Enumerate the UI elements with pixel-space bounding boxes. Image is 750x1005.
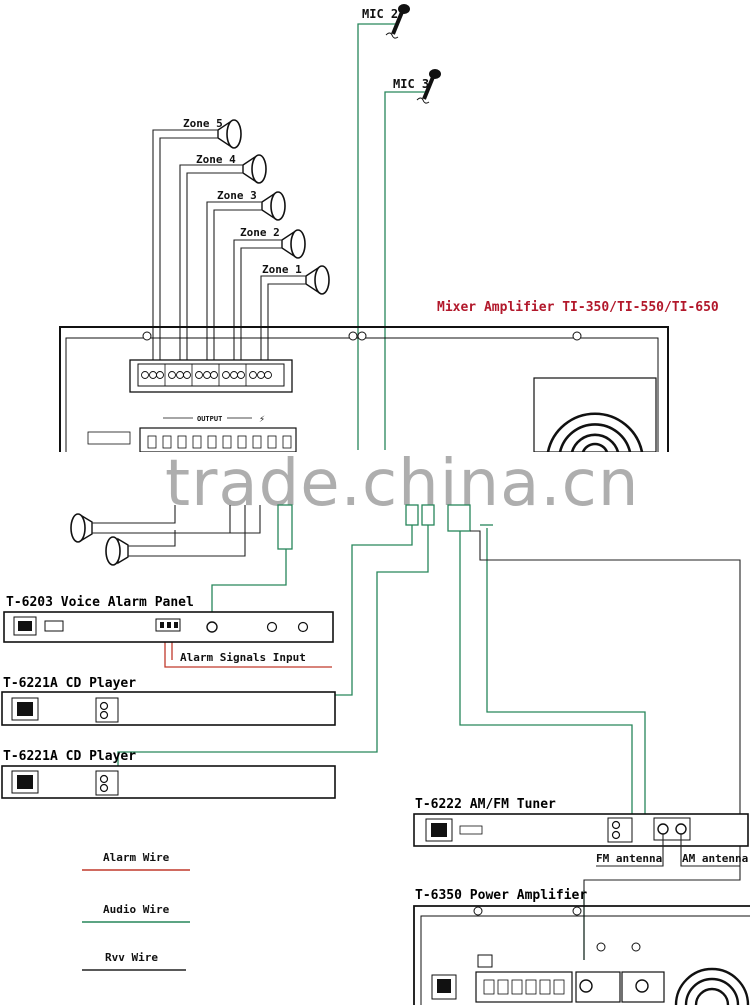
zone-3-label: Zone 3	[217, 189, 257, 202]
screws	[142, 331, 582, 341]
legend-alarm-wire: Alarm Wire	[82, 851, 190, 871]
mic-2: MIC 2	[362, 4, 410, 39]
cd-player-2-label: T-6221A CD Player	[3, 749, 136, 764]
legend-audio-wire: Audio Wire	[82, 903, 190, 923]
voice-alarm-panel-label: T-6203 Voice Alarm Panel	[6, 595, 194, 610]
mic-wires	[357, 23, 425, 450]
lightning-icon: ⚡	[259, 414, 265, 425]
legend-alarm-label: Alarm Wire	[103, 851, 170, 864]
audio-wires	[117, 505, 646, 828]
mic-3-label: MIC 3	[393, 77, 429, 91]
zone-5-label: Zone 5	[183, 117, 223, 130]
zone-4-label: Zone 4	[196, 153, 236, 166]
mic-2-label: MIC 2	[362, 7, 398, 21]
cd-player-1: T-6221A CD Player	[1, 676, 336, 726]
mic-3: MIC 3	[393, 69, 441, 104]
legend-rvv-wire: Rvv Wire	[82, 951, 186, 971]
tuner-label: T-6222 AM/FM Tuner	[415, 797, 556, 812]
am-antenna-callout: AM antenna	[682, 852, 748, 865]
watermark-band	[0, 452, 750, 502]
zone-1-label: Zone 1	[262, 263, 302, 276]
output-terminal: OUTPUT ⚡	[139, 414, 297, 453]
zone-3-speaker: Zone 3	[206, 189, 286, 363]
cd-player-1-label: T-6221A CD Player	[3, 676, 136, 691]
mixer-amplifier: Mixer Amplifier TI-350/TI-550/TI-650	[59, 300, 719, 453]
zone-1-speaker: Zone 1	[260, 263, 330, 363]
am-fm-tuner: T-6222 AM/FM Tuner	[413, 797, 749, 847]
mixer-title: Mixer Amplifier TI-350/TI-550/TI-650	[437, 300, 719, 315]
voice-alarm-panel: T-6203 Voice Alarm Panel	[3, 595, 334, 643]
fan-grille	[533, 377, 657, 453]
cd-player-2: T-6221A CD Player	[1, 749, 336, 799]
output-speakers	[70, 505, 261, 566]
watermark: trade.china.cn	[165, 447, 639, 521]
zone-terminal-strip	[129, 359, 293, 393]
legend-rvv-label: Rvv Wire	[105, 951, 158, 964]
legend: Alarm Wire Audio Wire Rvv Wire	[82, 851, 190, 971]
legend-audio-label: Audio Wire	[103, 903, 170, 916]
fm-antenna-callout: FM antenna	[596, 852, 662, 865]
alarm-signals-callout: Alarm Signals Input	[180, 651, 306, 664]
zone-5-speaker: Zone 5	[152, 117, 242, 363]
power-amplifier: T-6350 Power Amplifier	[413, 888, 750, 1005]
zone-2-label: Zone 2	[240, 226, 280, 239]
power-plate	[87, 431, 131, 445]
power-amp-label: T-6350 Power Amplifier	[415, 888, 587, 903]
zone-speakers: Zone 5 Zone 4 Zone 3 Zone 2	[152, 117, 330, 363]
output-label: OUTPUT	[197, 415, 222, 423]
power-amp-link	[470, 530, 741, 960]
microphone-icon	[416, 69, 441, 104]
zone-4-speaker: Zone 4	[179, 153, 267, 363]
mixer-aux-jacks	[277, 504, 493, 550]
fan-grille	[674, 967, 750, 1005]
antenna-leads	[596, 834, 740, 867]
zone-2-speaker: Zone 2	[233, 226, 306, 363]
microphone-icon	[385, 4, 410, 39]
